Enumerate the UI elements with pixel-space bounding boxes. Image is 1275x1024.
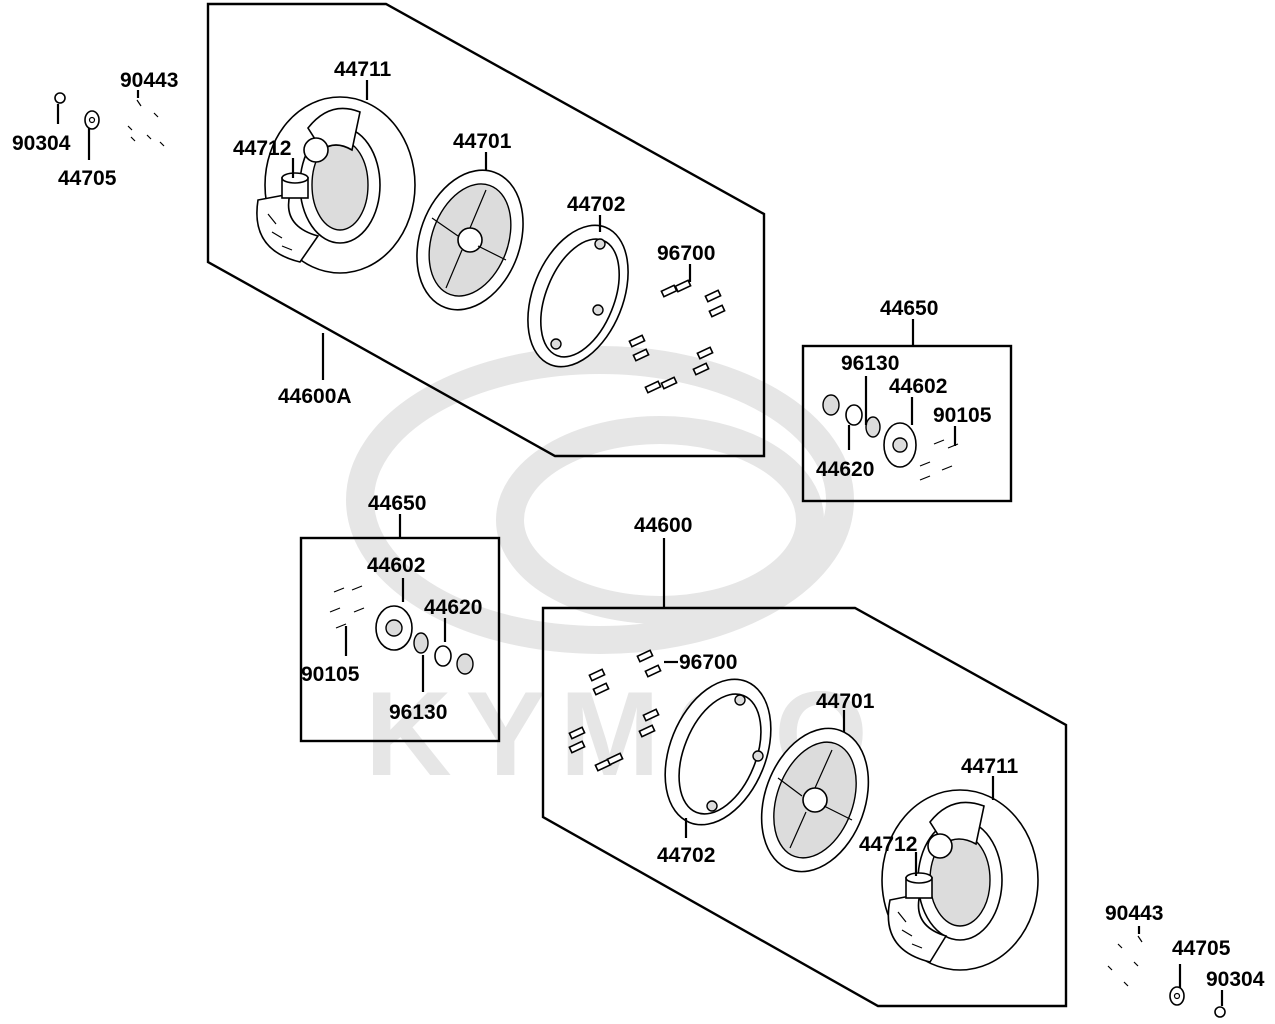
label-upper-bolts: 96700 [657, 242, 715, 265]
label-lower-wheel: 44701 [816, 690, 875, 713]
label-left-collar: 44620 [424, 596, 482, 619]
lower-bolts-illustration [568, 649, 662, 772]
label-lower-assembly: 44600 [634, 514, 692, 537]
label-upper-valve: 44712 [233, 137, 291, 160]
label-bottom-right-washer: 44705 [1172, 937, 1231, 960]
label-lower-tire: 44711 [961, 755, 1019, 778]
label-upper-assembly: 44600A [278, 385, 352, 408]
label-left-bearing: 96130 [389, 701, 447, 724]
lower-wheel-assembly: 44600 96700 44701 44711 44712 44702 [541, 514, 1068, 1008]
right-hub-assembly: 44650 96130 44602 90105 44620 [801, 297, 1013, 503]
label-top-left-nut: 90304 [12, 132, 71, 155]
right-hub-frame [801, 344, 1013, 503]
upper-tire-illustration [256, 96, 416, 274]
upper-rim-illustration [527, 224, 629, 368]
top-left-loose-parts: 90443 90304 44705 [12, 69, 178, 190]
label-left-bolts: 90105 [301, 663, 360, 686]
upper-valve-illustration [281, 172, 309, 199]
left-hub-assembly: 44650 44602 44620 90105 96130 [299, 492, 501, 743]
lower-tire-illustration [881, 789, 1039, 971]
bottom-right-loose-parts: 90443 44705 90304 [1105, 902, 1265, 1018]
label-right-bearing: 96130 [841, 352, 899, 375]
label-lower-valve: 44712 [859, 833, 917, 856]
label-right-hub: 44602 [889, 375, 947, 398]
upper-bolts-illustration [628, 279, 726, 394]
label-upper-tire: 44711 [334, 58, 392, 81]
label-left-hub: 44602 [367, 554, 425, 577]
label-lower-rim: 44702 [657, 844, 715, 867]
label-bottom-right-nut: 90304 [1206, 968, 1265, 991]
label-upper-wheel: 44701 [453, 130, 512, 153]
label-right-hub-assembly: 44650 [880, 297, 938, 320]
label-left-hub-assembly: 44650 [368, 492, 426, 515]
upper-wheel-illustration [416, 169, 524, 311]
label-upper-rim: 44702 [567, 193, 625, 216]
lower-rim-illustration [664, 678, 772, 826]
lower-valve-illustration [905, 872, 933, 899]
upper-assembly-frame [206, 2, 766, 458]
lower-wheel-illustration [760, 727, 870, 873]
label-right-collar: 44620 [816, 458, 874, 481]
label-right-bolts: 90105 [933, 404, 992, 427]
label-top-left-pins: 90443 [120, 69, 178, 92]
label-top-left-washer: 44705 [58, 167, 117, 190]
lower-assembly-frame [541, 606, 1068, 1008]
label-lower-bolts: 96700 [679, 651, 737, 674]
label-bottom-right-pins: 90443 [1105, 902, 1163, 925]
upper-wheel-assembly: 44711 44712 44701 44702 96700 44600A [206, 2, 766, 458]
